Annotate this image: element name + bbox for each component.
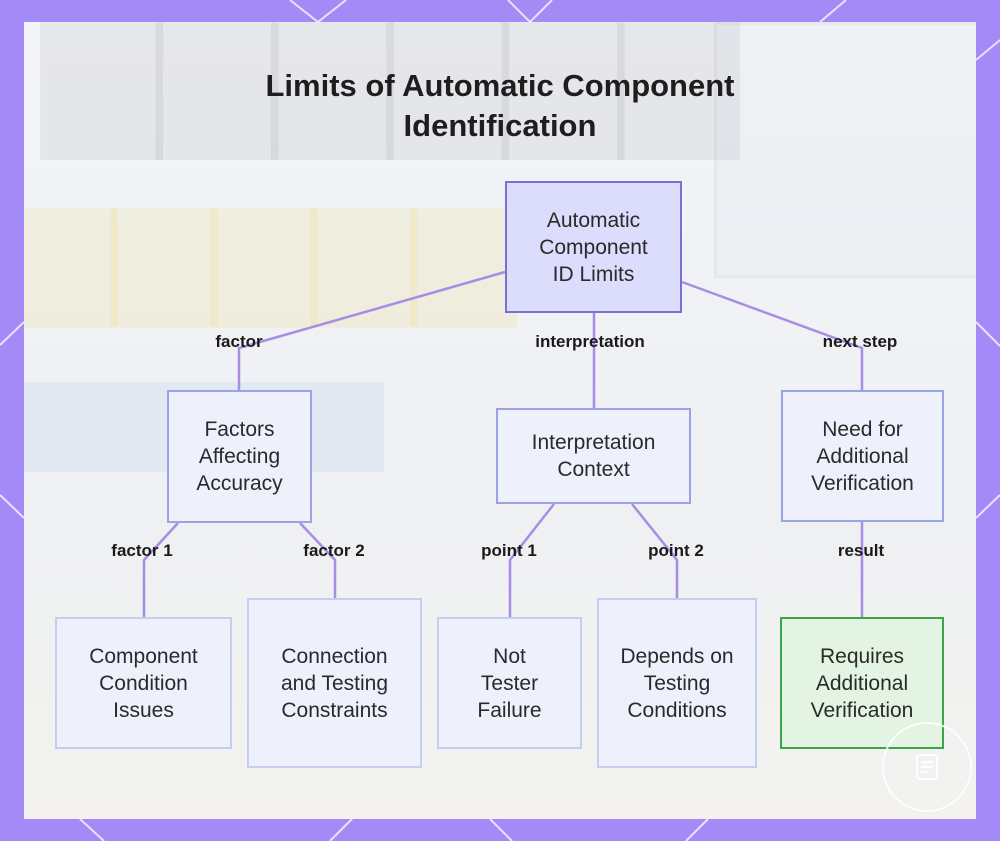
- edge-label-result: result: [837, 541, 885, 560]
- edge-point-1: [508, 503, 555, 617]
- edge-label-interpretation: interpretation: [535, 332, 645, 351]
- edge-label-point-2: point 2: [648, 541, 704, 560]
- node-root: Automatic Component ID Limits: [505, 181, 682, 313]
- node-component-condition: Component Condition Issues: [55, 617, 232, 749]
- logo-glyph-icon: [916, 754, 938, 780]
- edge-label-factor-1: factor 1: [111, 541, 173, 560]
- edge-factor-1: [142, 522, 179, 617]
- node-interpretation-label: Interpretation Context: [531, 431, 656, 481]
- background-graphic: ▆▆▆▆▆▆: [44, 22, 737, 152]
- node-interpretation: Interpretation Context: [496, 408, 691, 504]
- background-graphic: ▆▆▆▆▆: [24, 175, 514, 321]
- node-depends-testing: Depends on Testing Conditions: [597, 598, 757, 768]
- node-factors-label: Factors Affecting Accuracy: [196, 418, 283, 495]
- edge-point-2: [631, 503, 679, 598]
- node-factors: Factors Affecting Accuracy: [167, 390, 312, 523]
- edge-label-point-1: point 1: [481, 541, 537, 560]
- edge-label-next-step: next step: [822, 332, 898, 351]
- node-verification-label: Need for Additional Verification: [811, 417, 914, 495]
- node-requires-verification-label: Requires Additional Verification: [810, 644, 914, 722]
- node-depends-testing-label: Depends on Testing Conditions: [620, 644, 734, 722]
- node-not-tester-failure-label: Not Tester Failure: [477, 644, 542, 722]
- node-not-tester-failure: Not Tester Failure: [437, 617, 582, 749]
- node-verification: Need for Additional Verification: [781, 390, 944, 522]
- edge-label-factor: factor: [215, 332, 263, 351]
- edge-next-step: [681, 280, 864, 390]
- node-component-condition-label: Component Condition Issues: [89, 644, 198, 722]
- node-root-label: Automatic Component ID Limits: [539, 208, 648, 286]
- edge-label-factor-2: factor 2: [303, 541, 365, 560]
- edge-factor-2: [299, 522, 337, 598]
- edge-factor: [237, 270, 506, 390]
- background-graphic: [714, 22, 976, 278]
- node-connection-testing: Connection and Testing Constraints: [247, 598, 422, 768]
- diagram-title: Limits of Automatic Component Identifica…: [265, 68, 735, 143]
- watermark-logo-icon: [882, 722, 972, 812]
- node-connection-testing-label: Connection and Testing Constraints: [280, 644, 389, 722]
